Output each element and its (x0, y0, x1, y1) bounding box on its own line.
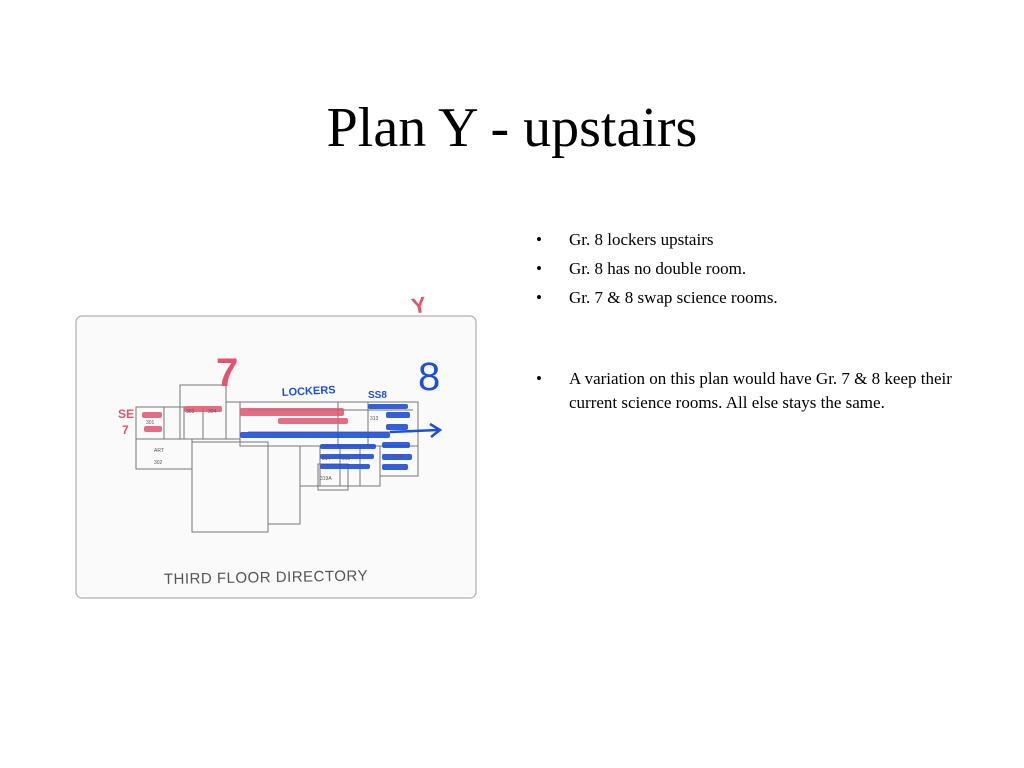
plan-letter-annotation: Y (410, 292, 429, 319)
science-7-grade-annotation: 7 (122, 423, 129, 437)
bullet-dot: • (536, 288, 542, 307)
room-label: 315 (342, 456, 351, 462)
grade-7-annotation: 7 (216, 351, 238, 395)
bullet-dot: • (536, 369, 542, 388)
room-label: 304 (208, 409, 217, 415)
room-label: 319A (320, 476, 332, 482)
bullet-dot: • (536, 230, 542, 249)
bullet-text: Gr. 8 has no double room. (569, 259, 747, 278)
directory-caption: THIRD FLOOR DIRECTORY (164, 567, 368, 588)
floor-plan-drawing: Y 7 8 LOCKERS SS8 SE 7 301 303 304 313 3… (75, 292, 477, 599)
bullet-item: • Gr. 7 & 8 swap science rooms. (536, 286, 956, 310)
grade-7-highlights (142, 406, 348, 432)
bullet-item: • Gr. 8 has no double room. (536, 257, 956, 281)
science-7-annotation: SE (118, 407, 134, 421)
room-label: ART (154, 448, 164, 454)
room-label: 314 (322, 456, 331, 462)
room-label: 313 (370, 416, 379, 422)
bullet-text: Gr. 8 lockers upstairs (569, 230, 714, 249)
bullet-text: A variation on this plan would have Gr. … (569, 369, 952, 412)
arrow-icon (389, 422, 443, 438)
room-labels: 301 303 304 313 314 315 302 ART 319 319A (146, 409, 403, 482)
bullet-item: • A variation on this plan would have Gr.… (536, 367, 956, 415)
building-outline (135, 384, 419, 533)
bullet-text: Gr. 7 & 8 swap science rooms. (569, 288, 778, 307)
grade-8-highlights (240, 404, 412, 470)
bullet-item: • Gr. 8 lockers upstairs (536, 228, 956, 252)
lockers-annotation: LOCKERS (282, 384, 336, 399)
floor-plan-image: Y 7 8 LOCKERS SS8 SE 7 301 303 304 313 3… (68, 292, 508, 612)
grade-8-annotation: 8 (418, 355, 440, 399)
room-label: 301 (146, 420, 155, 426)
directory-card (75, 315, 477, 599)
bullet-dot: • (536, 259, 542, 278)
room-label: 302 (154, 460, 163, 466)
room-label: 303 (186, 409, 195, 415)
science-8-annotation: SS8 (368, 390, 387, 401)
slide-title: Plan Y - upstairs (326, 97, 698, 159)
room-label: 319 (394, 454, 403, 460)
bullet-list: • Gr. 8 lockers upstairs • Gr. 8 has no do… (536, 228, 956, 420)
